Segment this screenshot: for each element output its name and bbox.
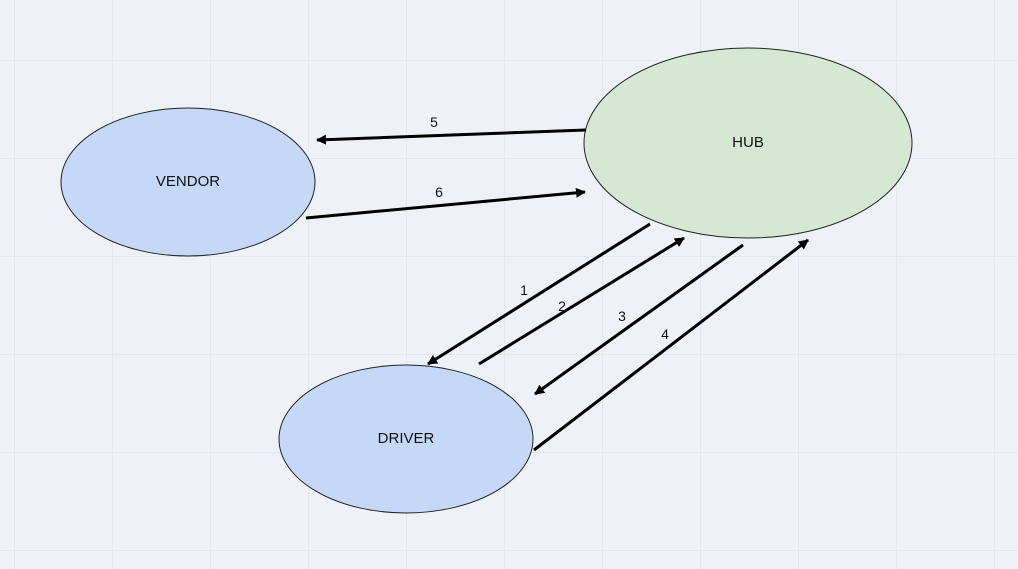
node-vendor[interactable]: VENDOR bbox=[60, 107, 316, 257]
edge-4-label: 4 bbox=[661, 326, 669, 342]
edge-1-arrow bbox=[427, 222, 651, 366]
edge-6-arrow bbox=[305, 187, 586, 220]
edge-3[interactable]: 3 bbox=[534, 243, 744, 396]
edge-5-arrow bbox=[316, 128, 587, 145]
hub-label: HUB bbox=[732, 134, 764, 151]
driver-label: DRIVER bbox=[378, 430, 435, 447]
hub-ellipse bbox=[583, 47, 913, 239]
edge-4-arrow bbox=[533, 238, 809, 452]
edge-2-label: 2 bbox=[558, 298, 566, 314]
edge-1-label: 1 bbox=[520, 282, 528, 298]
node-driver[interactable]: DRIVER bbox=[278, 364, 534, 514]
edge-6-label: 6 bbox=[435, 184, 443, 200]
vendor-label: VENDOR bbox=[156, 173, 220, 190]
node-hub[interactable]: HUB bbox=[583, 47, 913, 239]
edge-6[interactable]: 6 bbox=[305, 184, 586, 220]
edge-3-arrow bbox=[534, 243, 744, 396]
edge-5-label: 5 bbox=[430, 114, 438, 130]
vendor-ellipse bbox=[60, 107, 316, 257]
edge-4[interactable]: 4 bbox=[533, 238, 809, 452]
edge-2-arrow bbox=[478, 236, 685, 366]
edge-2[interactable]: 2 bbox=[478, 236, 685, 366]
driver-ellipse bbox=[278, 364, 534, 514]
edge-1[interactable]: 1 bbox=[427, 222, 651, 366]
edge-3-label: 3 bbox=[618, 308, 626, 324]
edge-5[interactable]: 5 bbox=[316, 114, 587, 145]
